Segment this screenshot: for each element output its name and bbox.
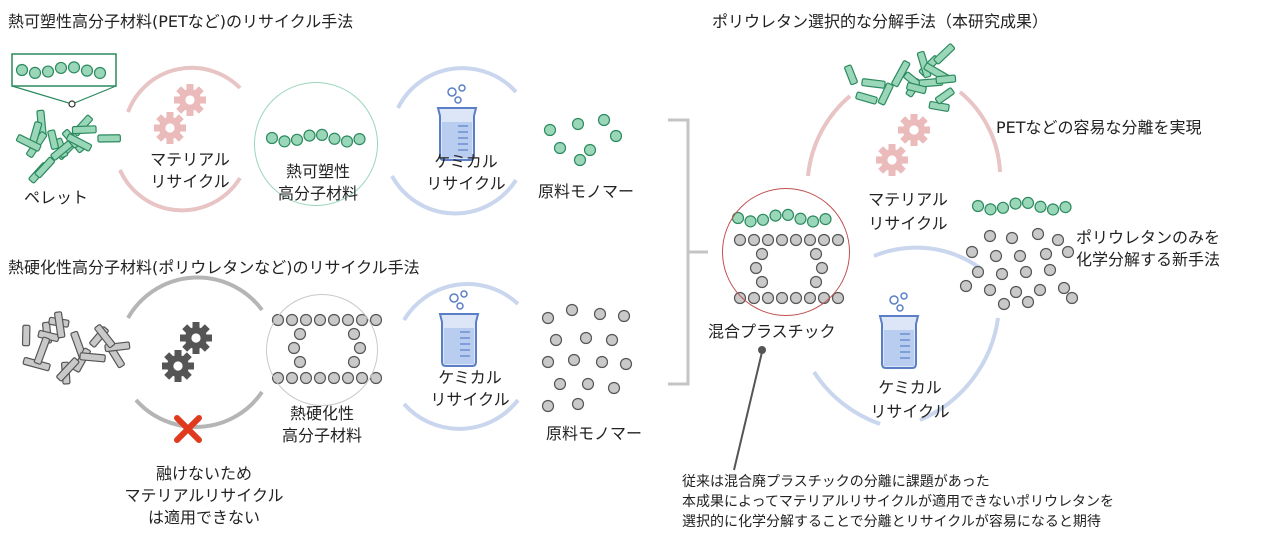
chemical-beaker-right bbox=[878, 292, 920, 369]
material-recycle-label-3: マテリアル bbox=[868, 190, 948, 209]
blocked-gear-2 bbox=[162, 350, 194, 382]
pet-separation-cycle-arrows bbox=[806, 90, 1002, 177]
pet-separation-label: PETなどの容易な分離を実現 bbox=[996, 118, 1202, 137]
separated-pet-pellets bbox=[844, 43, 957, 112]
chemical-recycle-label-2: リサイクル bbox=[426, 174, 506, 193]
footnote-line-2: 本成果によってマテリアルリサイクルが適用できないポリウレタンを bbox=[682, 494, 1115, 510]
monomer-label-top: 原料モノマー bbox=[538, 182, 635, 201]
material-recycle-label-1: マテリアル bbox=[150, 150, 230, 169]
thermoset-heading: 熱硬化性高分子材料(ポリウレタンなど)のリサイクル手法 bbox=[8, 258, 420, 277]
material-recycle-cycle-arrows bbox=[118, 65, 242, 213]
blocked-recycle-cycle-arrows bbox=[126, 275, 264, 429]
thermoset-polymer-label-1: 熱硬化性 bbox=[289, 404, 354, 423]
footnote-line-3: 選択的に化学分解することで分離とリサイクルが容易になると期待 bbox=[682, 514, 1101, 530]
material-recycle-gear-2 bbox=[154, 112, 186, 144]
thermoplastic-heading: 熱可塑性高分子材料(PETなど)のリサイクル手法 bbox=[8, 12, 354, 31]
footnote-pointer bbox=[733, 351, 763, 471]
new-method-label-2: 化学分解する新手法 bbox=[1076, 250, 1221, 269]
chemical-recycle-label-6: リサイクル bbox=[870, 402, 950, 421]
cannot-note-3: は適用できない bbox=[147, 508, 260, 527]
chemical-beaker-top bbox=[436, 84, 478, 161]
mixed-plastic-circle bbox=[722, 188, 850, 316]
material-recycle-gear-1 bbox=[174, 84, 206, 116]
material-recycle-label-4: リサイクル bbox=[868, 214, 948, 233]
cross-icon bbox=[174, 415, 202, 443]
mixed-plastic-label: 混合プラスチック bbox=[708, 322, 836, 341]
green-pellets bbox=[15, 109, 121, 184]
chemical-recycle-cycle-arrows-bottom bbox=[402, 282, 520, 431]
chemical-recycle-label-1: ケミカル bbox=[434, 152, 498, 171]
selective-heading: ポリウレタン選択的な分解手法（本研究成果） bbox=[712, 12, 1049, 31]
thermoplastic-polymer-label-2: 高分子材料 bbox=[277, 184, 358, 203]
material-recycle-label-2: リサイクル bbox=[150, 172, 230, 191]
pet-chain-right bbox=[971, 196, 1072, 216]
footnote-line-1: 従来は混合廃プラスチックの分離に課題があった bbox=[682, 474, 990, 490]
comparison-bracket bbox=[668, 118, 708, 386]
chemical-recycle-label-4: リサイクル bbox=[430, 390, 510, 409]
blocked-gear-1 bbox=[180, 322, 212, 354]
material-recycle-gear-4 bbox=[876, 144, 908, 176]
gray-monomers-right bbox=[959, 227, 1079, 311]
monomer-label-bottom: 原料モノマー bbox=[546, 424, 643, 443]
chemical-recycle-label-5: ケミカル bbox=[878, 378, 942, 397]
thermoset-polymer-circle bbox=[266, 294, 378, 406]
thermoplastic-polymer-circle bbox=[254, 82, 378, 206]
material-recycle-gear-3 bbox=[898, 114, 930, 146]
cannot-note-2: マテリアルリサイクル bbox=[124, 486, 284, 505]
chemical-recycle-cycle-arrows-top bbox=[390, 66, 518, 216]
green-monomers-top bbox=[543, 113, 623, 167]
gray-monomers-bottom bbox=[541, 303, 633, 413]
thermoset-polymer-label-2: 高分子材料 bbox=[281, 426, 362, 445]
pellet-chain-green bbox=[15, 61, 107, 80]
cannot-note-1: 融けないため bbox=[155, 464, 252, 483]
thermoplastic-polymer-label-1: 熱可塑性 bbox=[285, 162, 350, 181]
new-method-label-1: ポリウレタンのみを bbox=[1076, 228, 1221, 247]
polyurethane-chemical-cycle-arrows bbox=[812, 245, 1000, 426]
chemical-beaker-bottom bbox=[438, 290, 480, 367]
pellet-label: ペレット bbox=[24, 188, 89, 207]
chemical-recycle-label-3: ケミカル bbox=[438, 368, 502, 387]
gray-pellets bbox=[21, 311, 131, 385]
